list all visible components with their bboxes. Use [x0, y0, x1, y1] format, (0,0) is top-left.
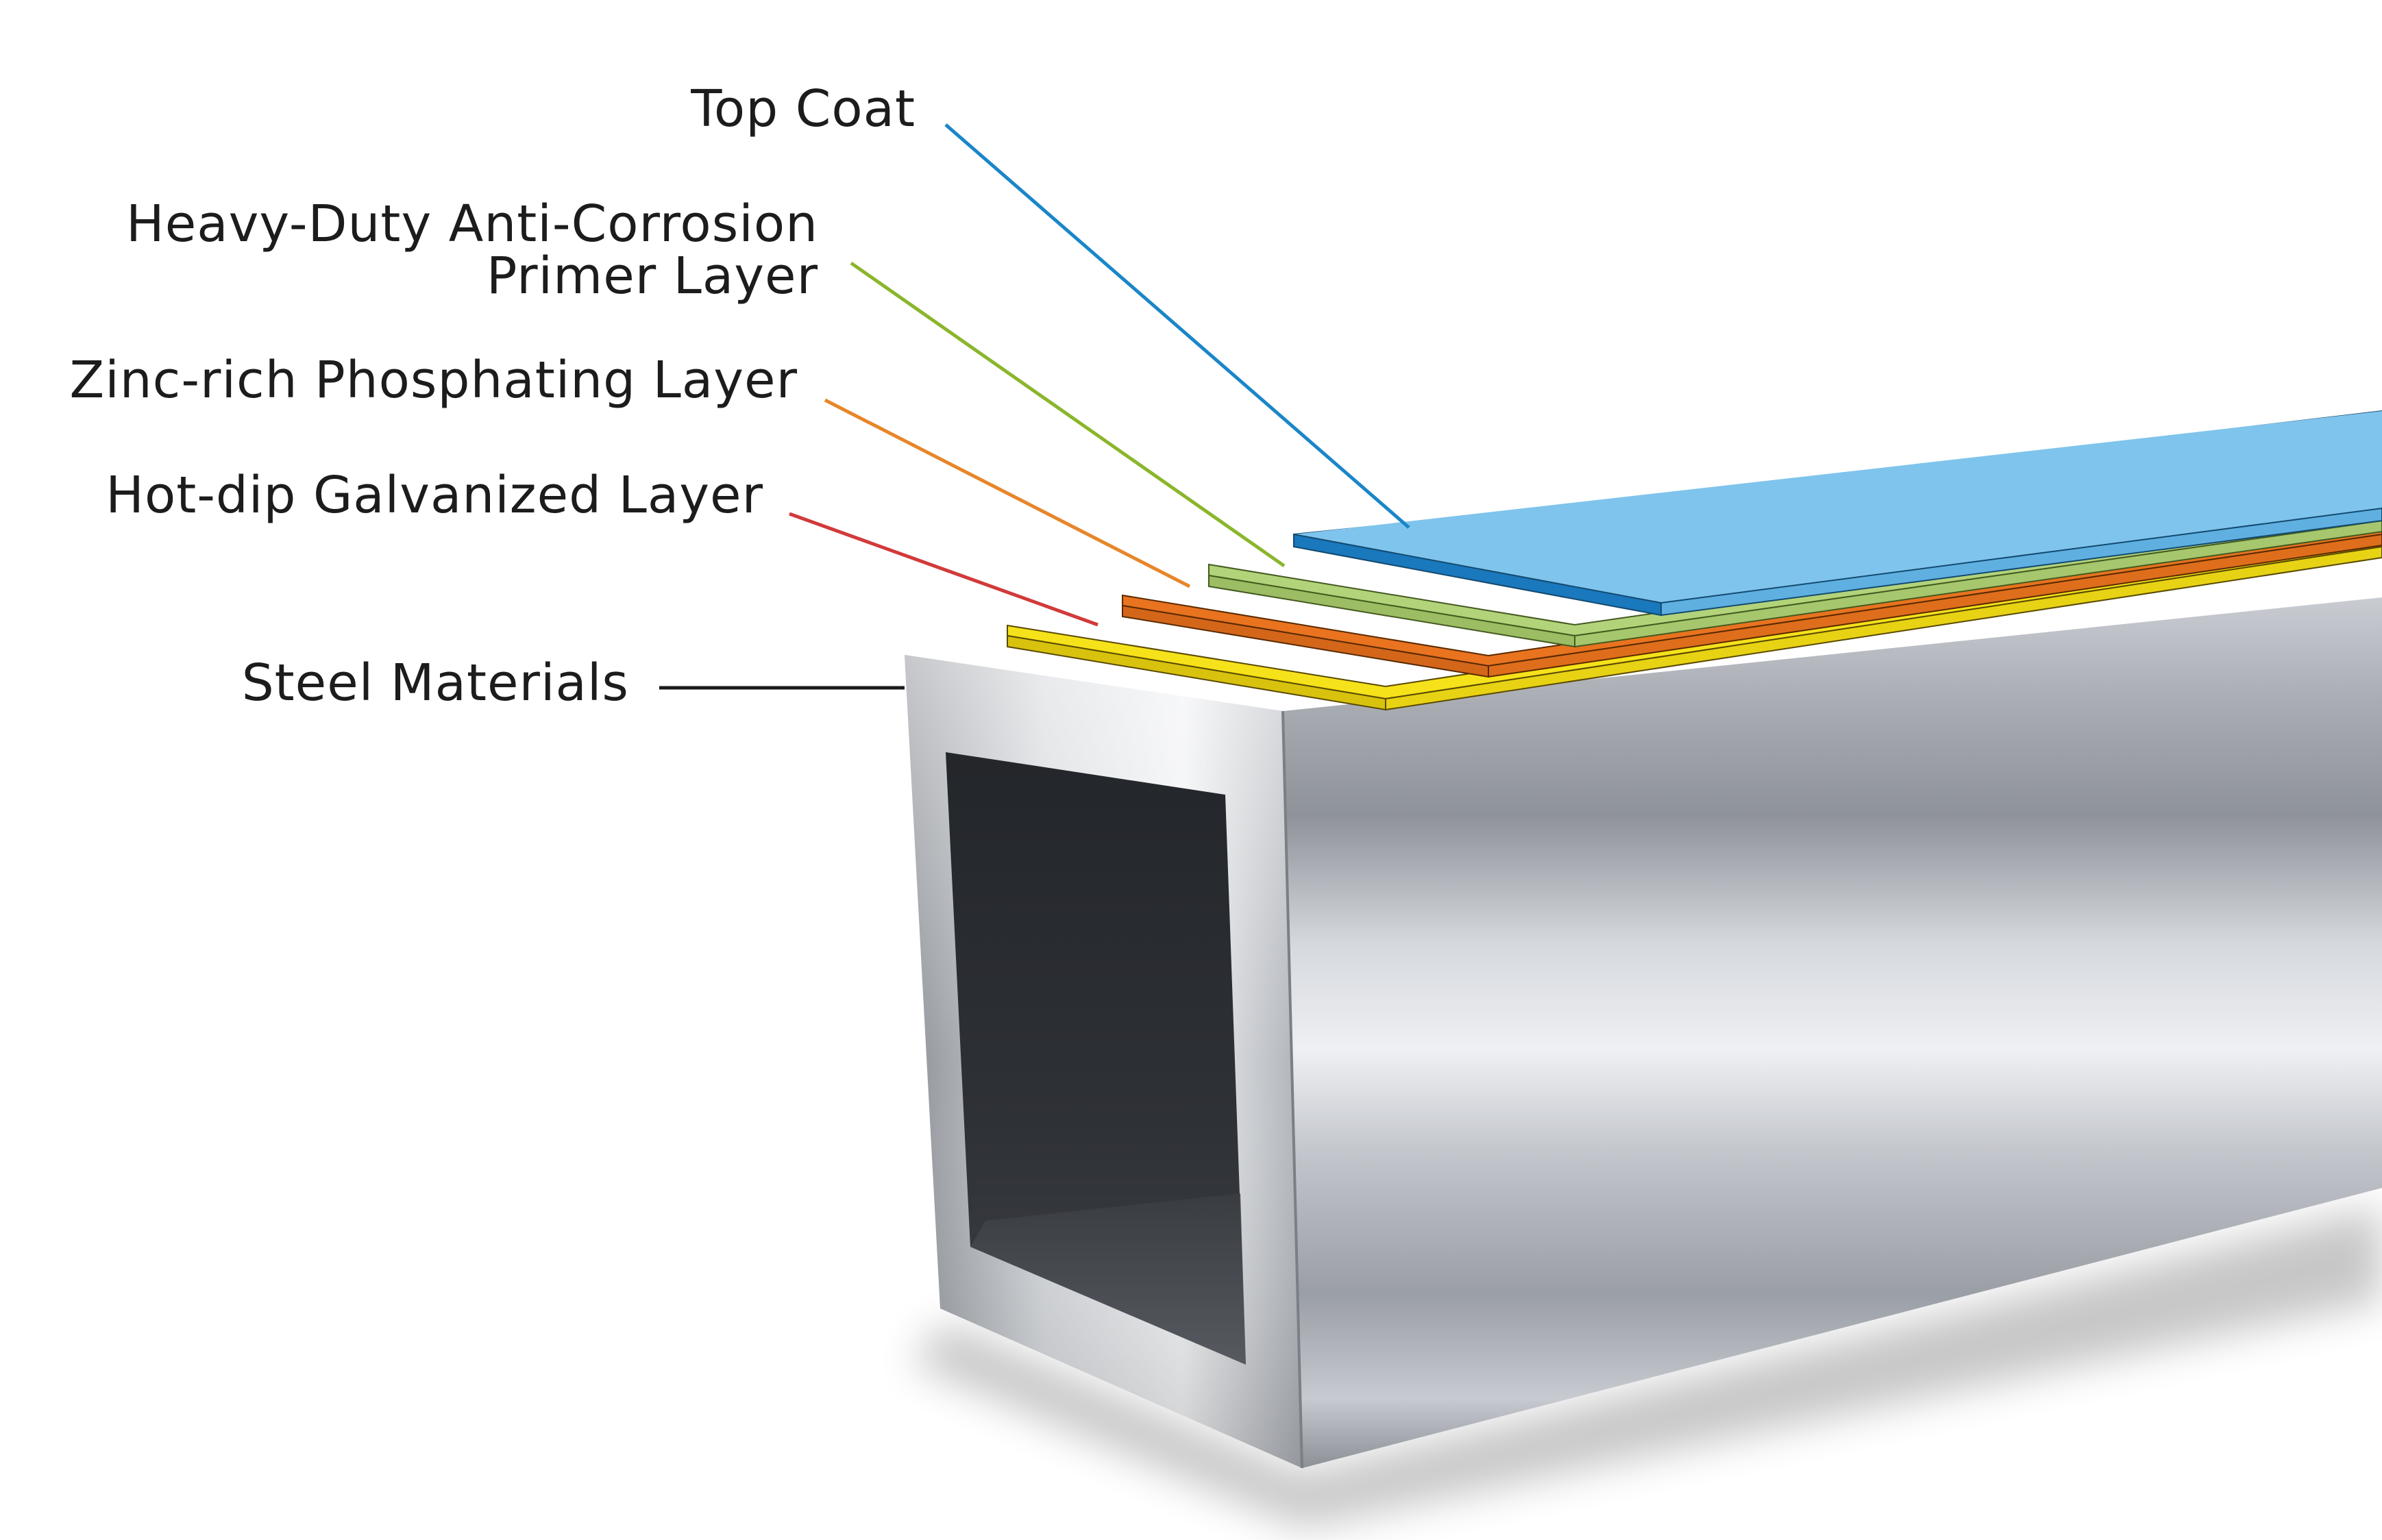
galvanized-layer-side	[1385, 545, 2382, 711]
top-coat-label: Top Coat	[690, 79, 916, 138]
top-coat-layer-side	[1660, 507, 2382, 617]
tube-inner-floor	[970, 1193, 1246, 1365]
top-coat-layer-top-fill	[1294, 411, 2382, 603]
zinc-layer-side	[1488, 533, 2382, 678]
galvanized-label: Hot-dip Galvanized Layer	[106, 466, 763, 525]
primer-label-line1: Heavy-Duty Anti-Corrosion	[126, 195, 818, 253]
top-coat-leader-line	[944, 123, 1410, 529]
tube-side-face	[1283, 597, 2382, 1468]
primer-layer-side	[1574, 519, 2382, 648]
primer-label-line2: Primer Layer	[487, 247, 818, 306]
steel-label: Steel Materials	[242, 654, 629, 712]
galvanized-leader-line	[789, 512, 1098, 627]
zinc-leader-line	[824, 398, 1191, 588]
zinc-label: Zinc-rich Phosphating Layer	[70, 351, 798, 410]
primer-leader-line	[850, 261, 1286, 568]
tube-edge	[1281, 710, 1303, 1469]
